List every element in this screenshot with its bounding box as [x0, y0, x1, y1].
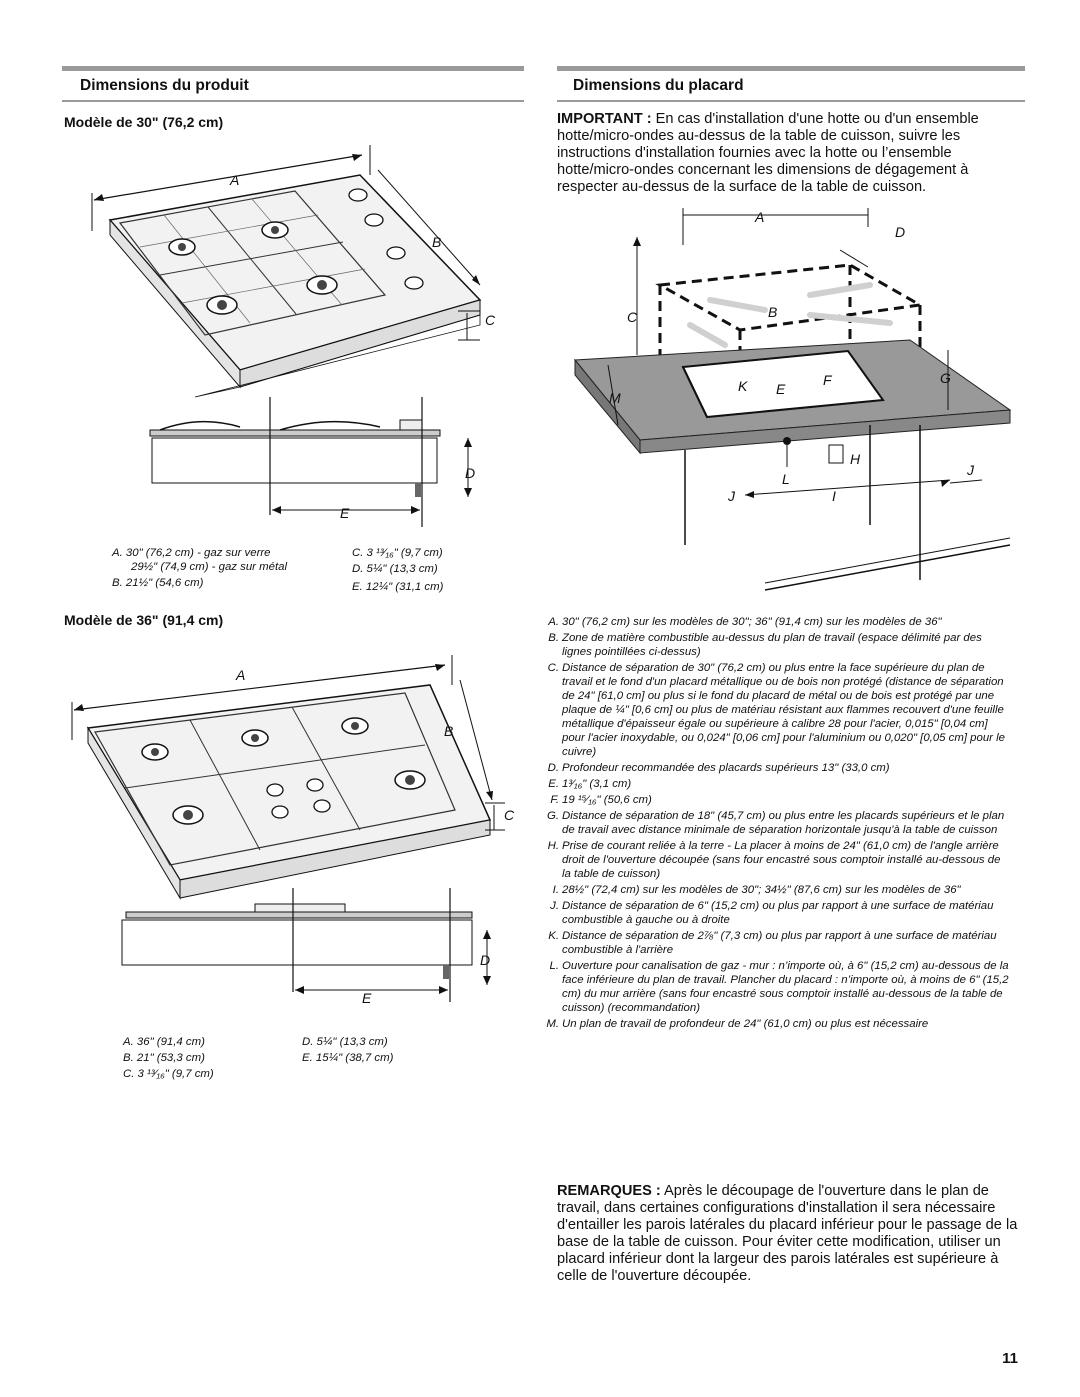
dim-h-label: H: [850, 451, 861, 467]
dim-e-label: E: [776, 381, 786, 397]
dim-d-label: D: [480, 952, 490, 968]
dim-a-label: A: [229, 172, 239, 188]
legend-item: E. 15¼" (38,7 cm): [302, 1052, 394, 1064]
dim-j-label-right: J: [966, 462, 975, 478]
dim-l-label: L: [782, 471, 790, 487]
dim-b-label: B: [768, 304, 777, 320]
legend-item: A. 36" (91,4 cm): [123, 1036, 205, 1048]
left-header-rule-top: [62, 66, 524, 71]
note-item: F.19 ¹⁵⁄₁₆" (50,6 cm): [550, 794, 652, 806]
dim-e-label: E: [362, 990, 372, 1006]
dim-c-label: C: [485, 312, 496, 328]
legend-item: D. 5¼" (13,3 cm): [352, 563, 438, 575]
important-text: En cas d'installation d'une hotte ou d'u…: [557, 111, 979, 195]
important-label: IMPORTANT :: [557, 111, 652, 127]
dim-c-label: C: [627, 309, 638, 325]
right-header-rule-bottom: [557, 100, 1025, 102]
dim-e-label: E: [340, 505, 350, 521]
remarks-paragraph: REMARQUES : Après le découpage de l'ouve…: [557, 1183, 1027, 1285]
note-item: B.Zone de matière combustible au-dessus …: [548, 632, 982, 658]
note-item: K.Distance de séparation de 2⅞" (7,3 cm)…: [548, 930, 997, 956]
important-paragraph: IMPORTANT : En cas d'installation d'une …: [557, 111, 1025, 196]
note-item: G.Distance de séparation de 18" (45,7 cm…: [546, 810, 1005, 836]
legend-item: B. 21" (53,3 cm): [123, 1052, 205, 1064]
page-number: 11: [1002, 1350, 1018, 1367]
cabinet-notes: A.30" (76,2 cm) sur les modèles de 30"; …: [541, 615, 1011, 1033]
dim-g-label: G: [940, 370, 951, 386]
legend-item: C. 3 ¹³⁄₁₆" (9,7 cm): [352, 547, 443, 559]
legend-item: E. 12¼" (31,1 cm): [352, 581, 444, 593]
right-section-title: Dimensions du placard: [573, 77, 744, 94]
cabinet-clearance-diagram: A D B C K E F G M H L I J J: [573, 208, 1012, 591]
model-36-title: Modèle de 36" (91,4 cm): [64, 612, 224, 628]
cooktop-36-top-diagram: A B C D E: [71, 655, 515, 1006]
legend-item: A. 30" (76,2 cm) - gaz sur verre: [112, 547, 271, 559]
model-30-legend-right: C. 3 ¹³⁄₁₆" (9,7 cm) D. 5¼" (13,3 cm) E.…: [352, 546, 443, 594]
dim-a-label: A: [754, 209, 764, 225]
model-30-title: Modèle de 30" (76,2 cm): [64, 114, 224, 130]
dim-b-label: B: [432, 234, 441, 250]
note-item: M.Un plan de travail de profondeur de 24…: [546, 1018, 929, 1030]
dim-b-label: B: [444, 723, 453, 739]
dim-d-label: D: [465, 465, 475, 481]
note-item: D.Profondeur recommandée des placards su…: [547, 762, 890, 774]
legend-item: C. 3 ¹³⁄₁₆" (9,7 cm): [123, 1068, 214, 1080]
cooktop-30-top-diagram: A B C D E: [91, 145, 496, 527]
right-header-rule-top: [557, 66, 1025, 71]
dim-m-label: M: [609, 390, 621, 406]
dim-j-label-left: J: [727, 488, 736, 504]
model-36-legend-left: A. 36" (91,4 cm) B. 21" (53,3 cm) C. 3 ¹…: [123, 1035, 214, 1081]
note-item: I.28½" (72,4 cm) sur les modèles de 30";…: [552, 884, 961, 896]
dim-k-label: K: [738, 378, 748, 394]
remarks-text: Après le découpage de l'ouverture dans l…: [557, 1183, 1018, 1284]
note-item: E.1³⁄₁₆" (3,1 cm): [548, 778, 632, 790]
model-36-legend-right: D. 5¼" (13,3 cm) E. 15¼" (38,7 cm): [302, 1035, 393, 1065]
remarks-label: REMARQUES :: [557, 1183, 661, 1199]
dim-f-label: F: [823, 372, 833, 388]
note-item: A.30" (76,2 cm) sur les modèles de 30"; …: [548, 616, 942, 628]
model-30-legend-left: A. 30" (76,2 cm) - gaz sur verre 29½" (7…: [112, 546, 287, 590]
note-item: J.Distance de séparation de 6" (15,2 cm)…: [550, 900, 994, 926]
dim-c-label: C: [504, 807, 515, 823]
note-item: H.Prise de courant reliée à la terre - L…: [547, 840, 1001, 880]
dim-a-label: A: [235, 667, 245, 683]
left-header-rule-bottom: [62, 100, 524, 102]
dim-i-label: I: [832, 488, 836, 504]
legend-item: D. 5¼" (13,3 cm): [302, 1036, 388, 1048]
legend-item: 29½" (74,9 cm) - gaz sur métal: [131, 561, 287, 573]
note-item: C.Distance de séparation de 30" (76,2 cm…: [547, 662, 1006, 758]
left-section-title: Dimensions du produit: [80, 77, 249, 94]
note-item: L.Ouverture pour canalisation de gaz - m…: [549, 960, 1009, 1014]
dim-d-label: D: [895, 224, 905, 240]
legend-item: B. 21½" (54,6 cm): [112, 577, 204, 589]
